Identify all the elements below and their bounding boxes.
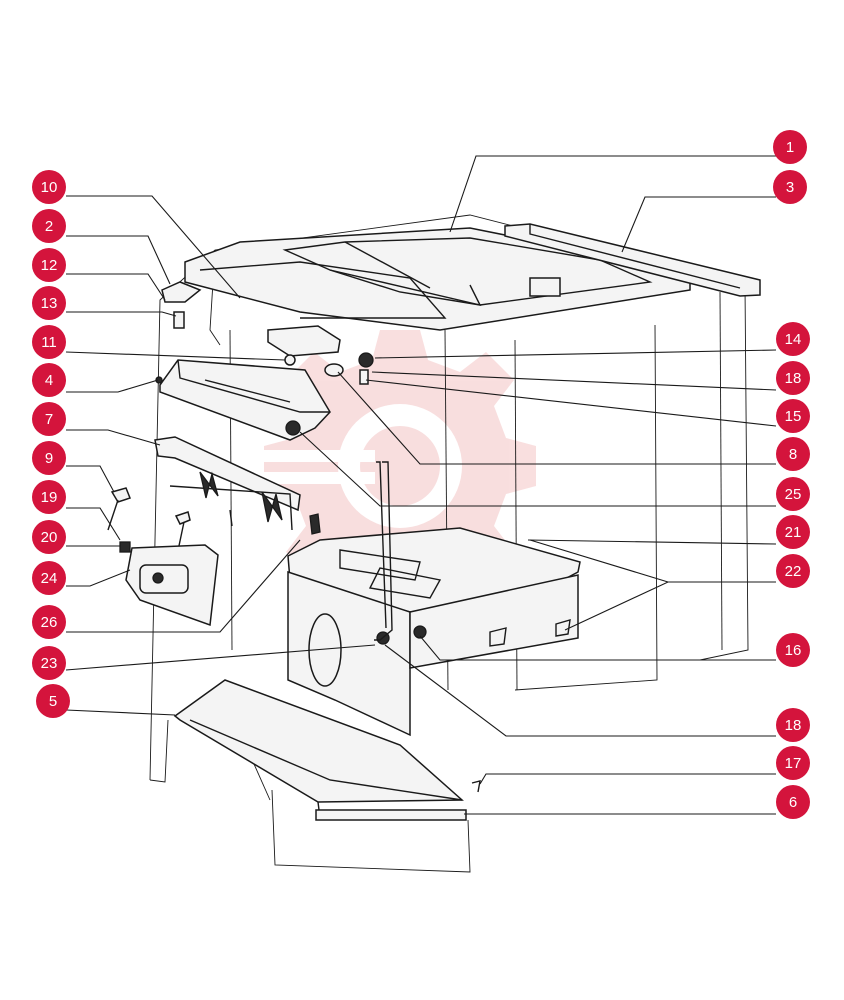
callout-21: 21 xyxy=(776,515,810,549)
callout-4: 4 xyxy=(32,363,66,397)
rail-strip xyxy=(504,223,761,297)
callout-8: 8 xyxy=(776,437,810,471)
leader-lines xyxy=(65,155,777,815)
bottom-tray xyxy=(173,679,481,821)
callout-26: 26 xyxy=(32,605,66,639)
callout-17: 17 xyxy=(776,746,810,780)
callout-20: 20 xyxy=(32,520,66,554)
callout-3: 3 xyxy=(773,170,807,204)
callout-7: 7 xyxy=(32,402,66,436)
callout-5: 5 xyxy=(36,684,70,718)
callout-24: 24 xyxy=(32,561,66,595)
callout-12: 12 xyxy=(32,248,66,282)
callout-19: 19 xyxy=(32,480,66,514)
hood xyxy=(155,359,331,441)
callout-2: 2 xyxy=(32,209,66,243)
callout-6: 6 xyxy=(776,785,810,819)
callout-1: 1 xyxy=(773,130,807,164)
hinge-brackets xyxy=(161,281,341,366)
base-box xyxy=(287,527,581,737)
callout-23: 23 xyxy=(32,646,66,680)
callout-14: 14 xyxy=(776,322,810,356)
handle-panel xyxy=(107,487,321,627)
callout-18-bottom: 18 xyxy=(776,708,810,742)
callout-15: 15 xyxy=(776,399,810,433)
callout-13: 13 xyxy=(32,286,66,320)
callout-9: 9 xyxy=(32,441,66,475)
callout-16: 16 xyxy=(776,633,810,667)
vertical-rod xyxy=(374,461,393,641)
callout-10: 10 xyxy=(32,170,66,204)
callout-18-top: 18 xyxy=(776,361,810,395)
callout-11: 11 xyxy=(32,325,66,359)
control-rod xyxy=(154,436,301,531)
callout-22: 22 xyxy=(776,554,810,588)
top-lid xyxy=(184,227,691,331)
callout-25: 25 xyxy=(776,477,810,511)
gear-logo-icon xyxy=(255,330,536,602)
